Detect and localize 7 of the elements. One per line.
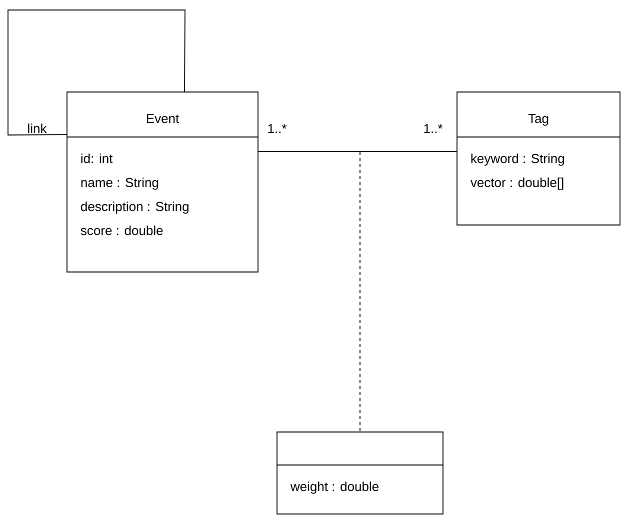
association-line	[8, 10, 186, 136]
edge-label: link	[26, 122, 48, 134]
class-box: Tag keyword : String vector : double[]	[456, 92, 620, 226]
class-box: weight : double	[276, 432, 444, 514]
association-line	[258, 151, 457, 152]
multiplicity-label: 1..*	[424, 124, 443, 133]
class-box: Event id: int name : String description : String score : double	[66, 92, 258, 272]
